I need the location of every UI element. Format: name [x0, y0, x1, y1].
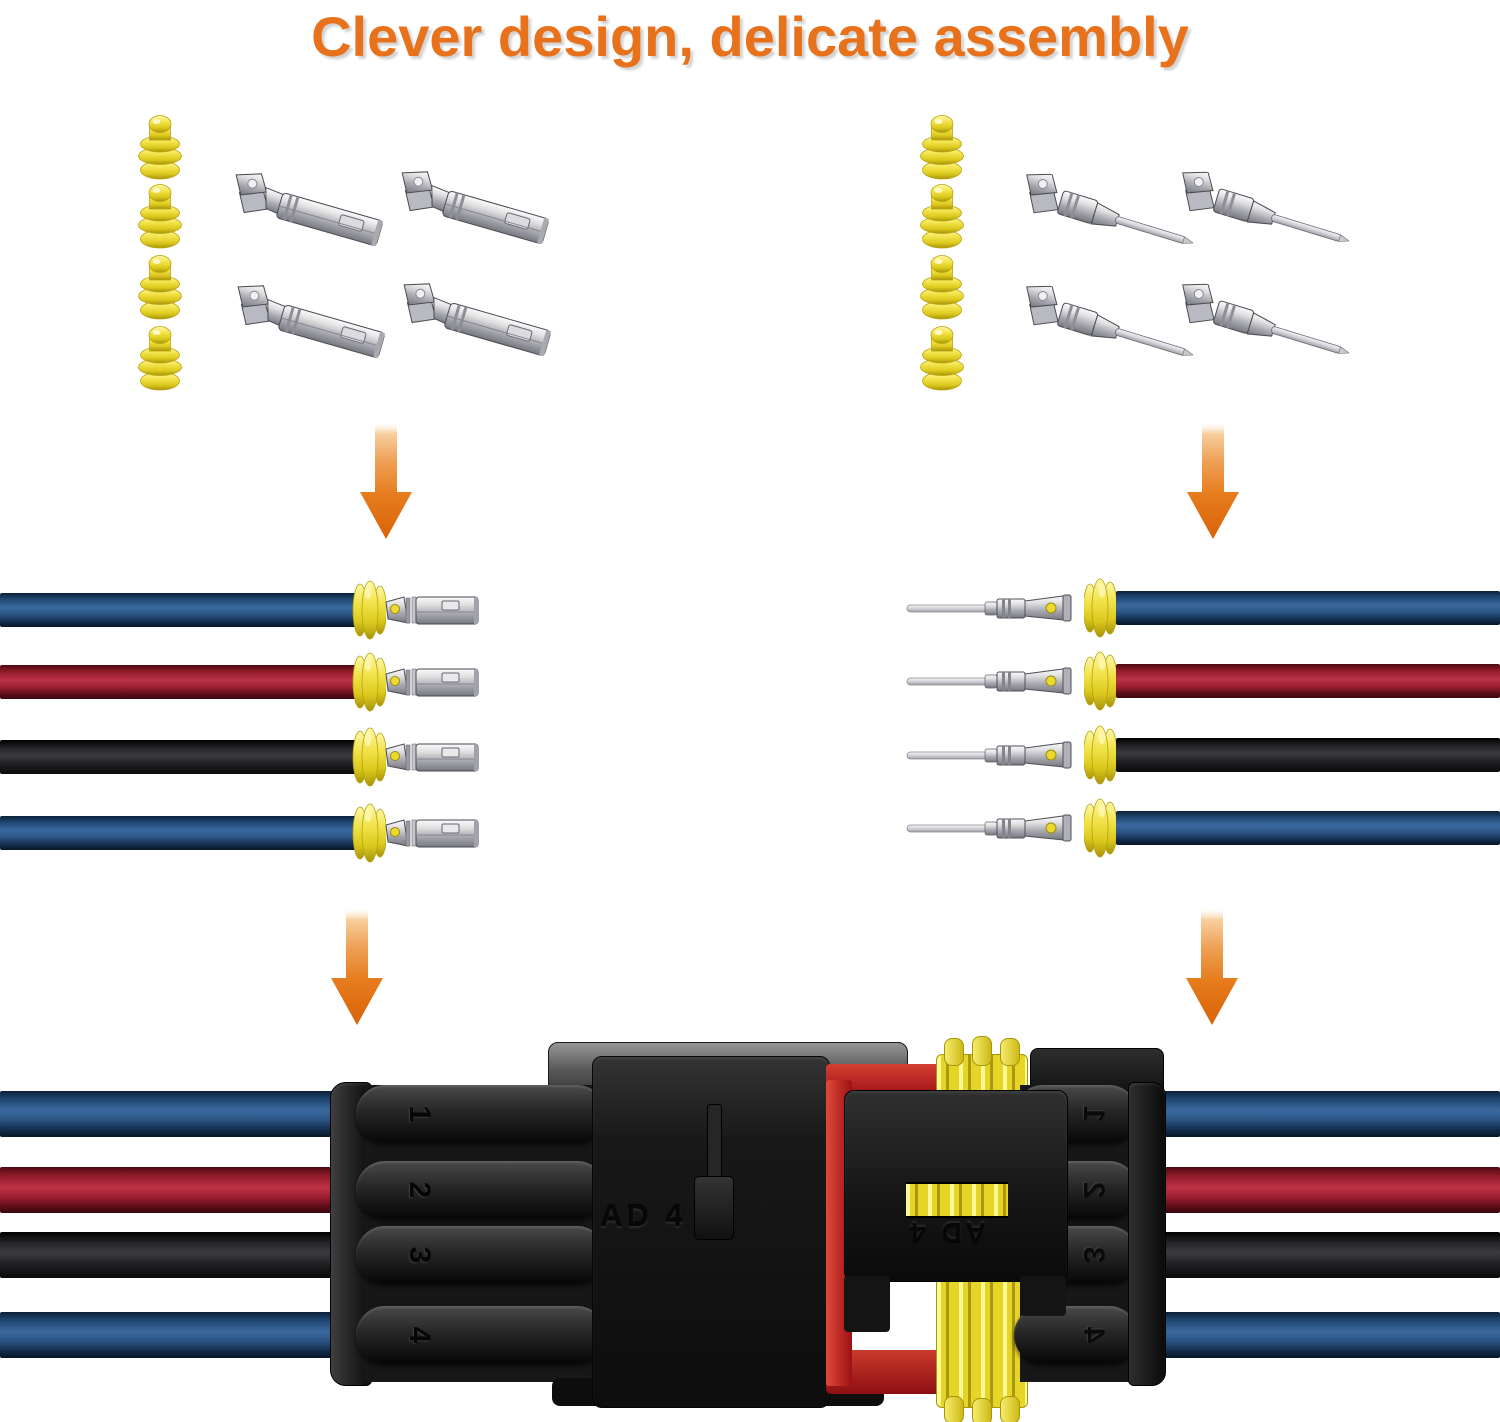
channel-tube	[356, 1085, 606, 1143]
connector-model-label: AD 4	[600, 1198, 687, 1233]
left-housing-ribs: 1 2 3 4	[356, 1085, 606, 1382]
wire-seal	[352, 652, 386, 712]
crimped-male-terminal	[905, 666, 1085, 696]
wire-blue	[0, 593, 360, 627]
wire-red	[1150, 1167, 1500, 1213]
channel-number: 1	[403, 1105, 436, 1123]
gasket-rib	[1000, 1038, 1020, 1066]
rubber-seal	[918, 113, 966, 181]
latch-tab	[694, 1176, 734, 1240]
gasket-rib	[1000, 1396, 1020, 1422]
wire-black	[1116, 738, 1500, 772]
rubber-seal	[918, 182, 966, 250]
wire-seal	[1084, 578, 1118, 638]
gasket-rib	[972, 1036, 992, 1066]
rubber-seal	[918, 324, 966, 392]
wire-seal	[352, 727, 386, 787]
wire-black	[0, 740, 360, 774]
wire-blue	[1116, 591, 1500, 625]
crimped-female-terminal	[384, 816, 484, 850]
latch-frame-window	[906, 1182, 1008, 1218]
gasket-rib	[944, 1038, 964, 1066]
gasket-rib	[944, 1396, 964, 1422]
down-arrow-icon	[1187, 422, 1239, 540]
wire-red	[0, 665, 360, 699]
wire-seal	[1084, 725, 1118, 785]
gasket-rib	[972, 1398, 992, 1422]
down-arrow-icon	[331, 908, 383, 1026]
crimped-female-terminal	[384, 665, 484, 699]
female-terminal	[221, 276, 399, 373]
wire-red	[1116, 664, 1500, 698]
wire-red	[0, 1167, 350, 1213]
down-arrow-icon	[1186, 908, 1238, 1026]
female-terminal	[385, 162, 563, 259]
wire-seal	[1084, 798, 1118, 858]
wire-blue	[0, 1312, 350, 1358]
crimped-female-terminal	[384, 593, 484, 627]
male-terminal	[1009, 166, 1201, 268]
right-housing-face	[1128, 1082, 1166, 1386]
male-terminal	[1165, 276, 1357, 378]
crimped-male-terminal	[905, 740, 1085, 770]
wire-seal	[1084, 651, 1118, 711]
crimped-female-terminal	[384, 740, 484, 774]
male-terminal	[1009, 278, 1201, 380]
channel-number: 3	[403, 1246, 436, 1264]
rubber-seal	[918, 253, 966, 321]
wire-black	[1150, 1232, 1500, 1278]
wire-seal	[352, 803, 386, 863]
channel-number: 4	[403, 1326, 436, 1344]
wire-blue	[1116, 811, 1500, 845]
channel-number: 2	[1077, 1181, 1110, 1199]
channel-number: 4	[1077, 1326, 1110, 1344]
channel-tube	[356, 1226, 606, 1284]
wire-seal	[352, 580, 386, 640]
wire-blue	[1150, 1312, 1500, 1358]
down-arrow-icon	[360, 422, 412, 540]
rubber-seal	[136, 253, 184, 321]
latch-model-label: AD 4	[906, 1217, 986, 1248]
channel-number: 2	[403, 1181, 436, 1199]
male-terminal	[1165, 164, 1357, 266]
latch-frame-leg	[1020, 1276, 1066, 1316]
female-terminal	[219, 164, 397, 261]
page-title: Clever design, delicate assembly	[311, 5, 1189, 68]
crimped-male-terminal	[905, 813, 1085, 843]
crimped-male-terminal	[905, 593, 1085, 623]
rubber-seal	[136, 182, 184, 250]
female-terminal	[387, 274, 565, 371]
channel-number: 3	[1077, 1246, 1110, 1264]
channel-number: 1	[1077, 1105, 1110, 1123]
wire-blue	[0, 816, 360, 850]
channel-tube	[356, 1306, 606, 1364]
wire-blue	[0, 1091, 350, 1137]
rubber-seal	[136, 113, 184, 181]
channel-tube	[356, 1161, 606, 1219]
rubber-seal	[136, 324, 184, 392]
wire-blue	[1150, 1091, 1500, 1137]
wire-black	[0, 1232, 350, 1278]
latch-frame-leg	[844, 1276, 890, 1332]
